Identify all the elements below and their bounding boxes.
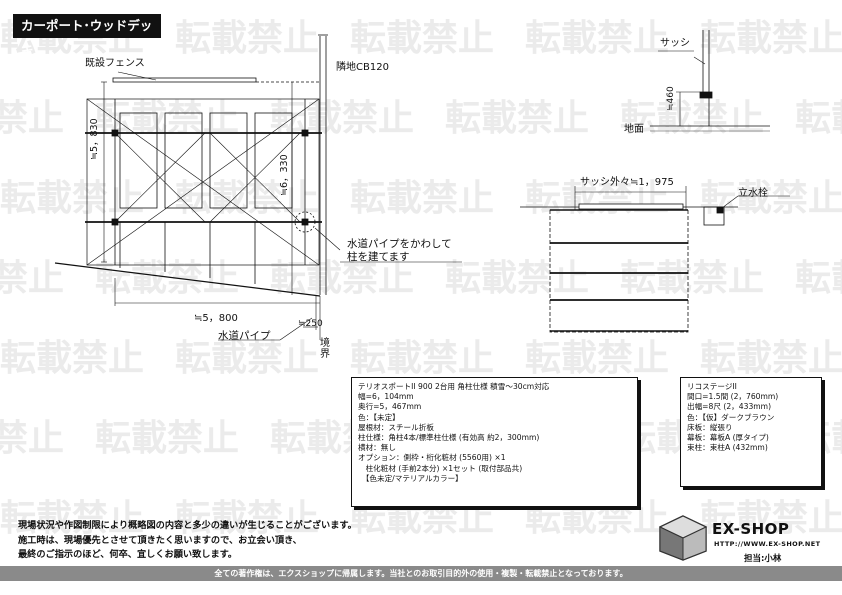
water-pipe-marker xyxy=(294,211,316,233)
pipe-note-2: 柱を建てます xyxy=(347,251,410,263)
deck-spec-line: 束柱：束柱A (432mm) xyxy=(687,443,768,453)
dim-left-label: ≒5，830 xyxy=(89,118,100,160)
deck-spec-line: 出幅=8尺 (2，433mm) xyxy=(687,402,772,412)
carport-spec-line: 色：【未定】 xyxy=(358,412,400,422)
sash-outer-label: サッシ外々≒1，975 xyxy=(580,177,674,188)
standpipe-label: 立水栓 xyxy=(738,188,768,199)
carport-spec-line: 屋根材：スチール折板 xyxy=(358,422,434,432)
ex-shop-logo-icon xyxy=(658,515,708,561)
ground-label: 地面 xyxy=(624,124,644,135)
sash-label: サッシ xyxy=(660,38,690,49)
deck-spec-line: 床板：縦張り xyxy=(687,422,733,432)
neighbor-wall-label: 隣地CB120 xyxy=(336,62,389,73)
carport-spec-line: 【色未定/マテリアルカラー】 xyxy=(358,473,463,483)
deck-spec-line: 間口=1.5間 (2，760mm) xyxy=(687,392,779,402)
carport-spec-line: 柱仕様：角柱4本/標準柱仕様 (有効高 約2，300mm) xyxy=(358,433,540,443)
height-label: ≒460 xyxy=(666,86,676,111)
deck-spec-line: 色：【仮】ダークブラウン xyxy=(687,412,775,422)
existing-fence xyxy=(112,77,257,83)
carport-plan xyxy=(54,34,462,341)
notice-line: 施工時は、現場優先とさせて頂きたく思いますので、お立会い頂き、 xyxy=(18,534,302,546)
notice-line: 最終のご指示のほど、何卒、宜しくお願い致します。 xyxy=(18,549,238,560)
staff-label: 担当:小林 xyxy=(744,554,782,564)
logo-url: HTTP://WWW.EX-SHOP.NET xyxy=(714,540,821,548)
boundary-label: 境界 xyxy=(320,338,330,360)
carport-spec-box: テリオスポートII 900 2台用 角柱仕様 積雪～30cm対応 幅=6，104… xyxy=(351,377,638,507)
carport-spec-line: 柱化粧材 (手前2本分) ×1セット (取付部品共) xyxy=(358,463,523,473)
carport-spec-line: 幅=6，104mm xyxy=(358,392,414,402)
carport-spec-line: オプション：側枠・桁化粧材 (5560用) ×1 xyxy=(358,453,506,463)
carport-spec-line: テリオスポートII 900 2台用 角柱仕様 積雪～30cm対応 xyxy=(358,382,550,391)
carport-spec-line: 奥行=5，467mm xyxy=(358,402,422,412)
page-title: カーポート･ウッドデッキ xyxy=(13,14,161,57)
notice-line: 現場状況や作図制限により概略図の内容と多少の違いが生じることがございます。 xyxy=(18,520,357,531)
existing-fence-label: 既設フェンス xyxy=(85,58,145,69)
deck-spec-line: 幕板：幕板A (厚タイプ) xyxy=(687,433,769,443)
deck-plan xyxy=(520,186,790,333)
sash-section xyxy=(650,30,770,132)
dim-bottom-label: ≒5，800 xyxy=(194,313,238,324)
deck-spec-line: リコステージII xyxy=(687,382,737,391)
dim-pipe-label: ≒250 xyxy=(298,319,323,329)
copyright-footer: 全ての著作権は、エクスショップに帰属します。当社とのお取引目的外の使用・複製・転… xyxy=(0,566,842,581)
deck-spec-box: リコステージII 間口=1.5間 (2，760mm) 出幅=8尺 (2，433m… xyxy=(680,377,822,487)
water-pipe-label: 水道パイプ xyxy=(218,330,271,342)
pipe-note-1: 水道パイプをかわして xyxy=(347,238,452,250)
standpipe-box xyxy=(703,206,725,226)
logo-name: EX-SHOP xyxy=(712,520,790,538)
carport-spec-line: 横材：無し xyxy=(358,443,396,453)
notice-block: 現場状況や作図制限により概略図の内容と多少の違いが生じることがございます。 施工… xyxy=(18,519,357,563)
dim-right-label: ≒6，330 xyxy=(279,154,290,196)
